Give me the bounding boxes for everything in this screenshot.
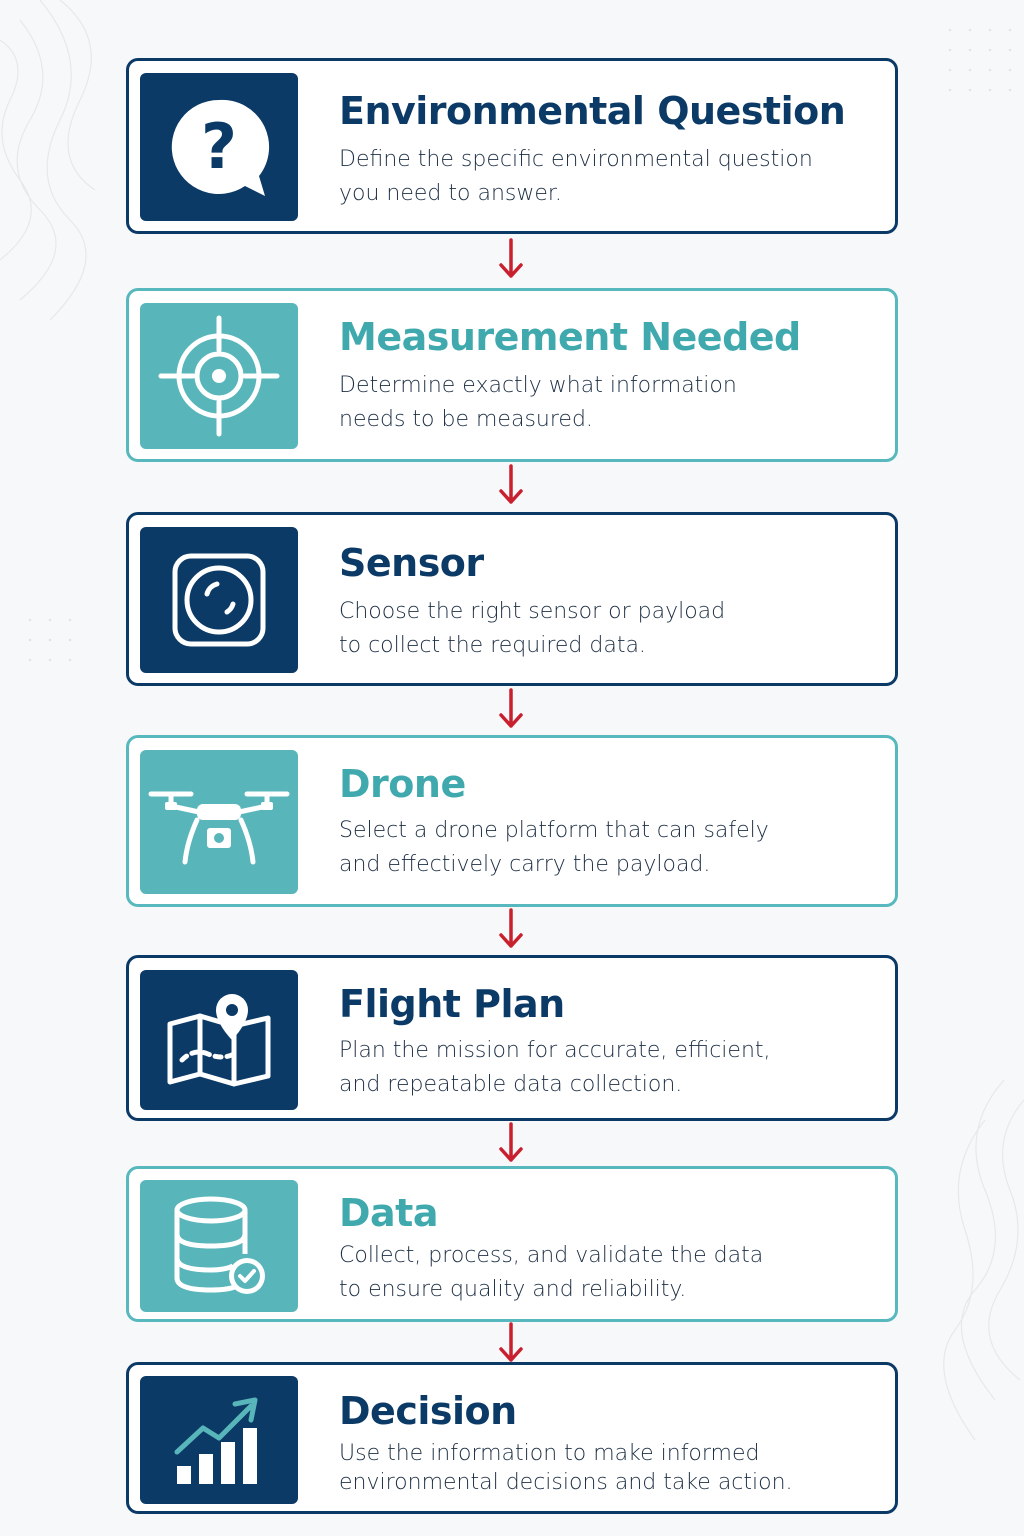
step-title: Drone: [339, 762, 466, 806]
down-arrow-icon: [499, 1322, 523, 1362]
step-description-line: environmental decisions and take action.: [339, 1470, 793, 1495]
step-description-line: Collect, process, and validate the data: [339, 1243, 764, 1268]
step-drone: Drone Select a drone platform that can s…: [126, 735, 898, 907]
step-description-line: Define the specific environmental questi…: [339, 147, 813, 172]
svg-text:?: ?: [201, 110, 237, 183]
step-title: Environmental Question: [339, 89, 846, 133]
down-arrow-icon: [499, 238, 523, 278]
step-description-line: needs to be measured.: [339, 407, 593, 432]
step-title: Decision: [339, 1389, 517, 1433]
down-arrow-icon: [499, 464, 523, 504]
question-bubble-icon: ?: [140, 73, 298, 221]
target-crosshair-icon: [140, 303, 298, 449]
step-description: Select a drone platform that can safely …: [339, 814, 879, 882]
drone-icon: [140, 750, 298, 894]
step-description: Determine exactly what information needs…: [339, 369, 879, 437]
step-description-line: Select a drone platform that can safely: [339, 818, 769, 843]
step-title: Data: [339, 1191, 439, 1235]
step-data: Data Collect, process, and validate the …: [126, 1166, 898, 1322]
step-description-line: Determine exactly what information: [339, 373, 737, 398]
step-measurement-needed: Measurement Needed Determine exactly wha…: [126, 288, 898, 462]
step-description-line: Choose the right sensor or payload: [339, 599, 726, 624]
step-description-line: Plan the mission for accurate, efficient…: [339, 1038, 771, 1063]
growth-chart-icon: [140, 1376, 298, 1504]
step-title: Flight Plan: [339, 982, 565, 1026]
step-description: Collect, process, and validate the data …: [339, 1239, 879, 1307]
step-description-line: to collect the required data.: [339, 633, 646, 658]
step-flight-plan: Flight Plan Plan the mission for accurat…: [126, 955, 898, 1121]
step-description-line: you need to answer.: [339, 181, 562, 206]
step-sensor: Sensor Choose the right sensor or payloa…: [126, 512, 898, 686]
step-decision: Decision Use the information to make inf…: [126, 1362, 898, 1514]
down-arrow-icon: [499, 688, 523, 728]
step-description-line: Use the information to make informed: [339, 1441, 760, 1466]
database-check-icon: [140, 1180, 298, 1312]
down-arrow-icon: [499, 1122, 523, 1162]
step-description-line: to ensure quality and reliability.: [339, 1277, 687, 1302]
camera-sensor-icon: [140, 527, 298, 673]
step-description-line: and effectively carry the payload.: [339, 852, 711, 877]
step-title: Measurement Needed: [339, 315, 801, 359]
map-pin-icon: [140, 970, 298, 1110]
step-description-line: and repeatable data collection.: [339, 1072, 683, 1097]
step-description: Choose the right sensor or payload to co…: [339, 595, 879, 663]
step-description: Plan the mission for accurate, efficient…: [339, 1034, 879, 1102]
step-title: Sensor: [339, 541, 484, 585]
step-description: Define the specific environmental questi…: [339, 143, 879, 211]
down-arrow-icon: [499, 908, 523, 948]
step-description: Use the information to make informed env…: [339, 1439, 879, 1497]
step-environmental-question: ? Environmental Question Define the spec…: [126, 58, 898, 234]
